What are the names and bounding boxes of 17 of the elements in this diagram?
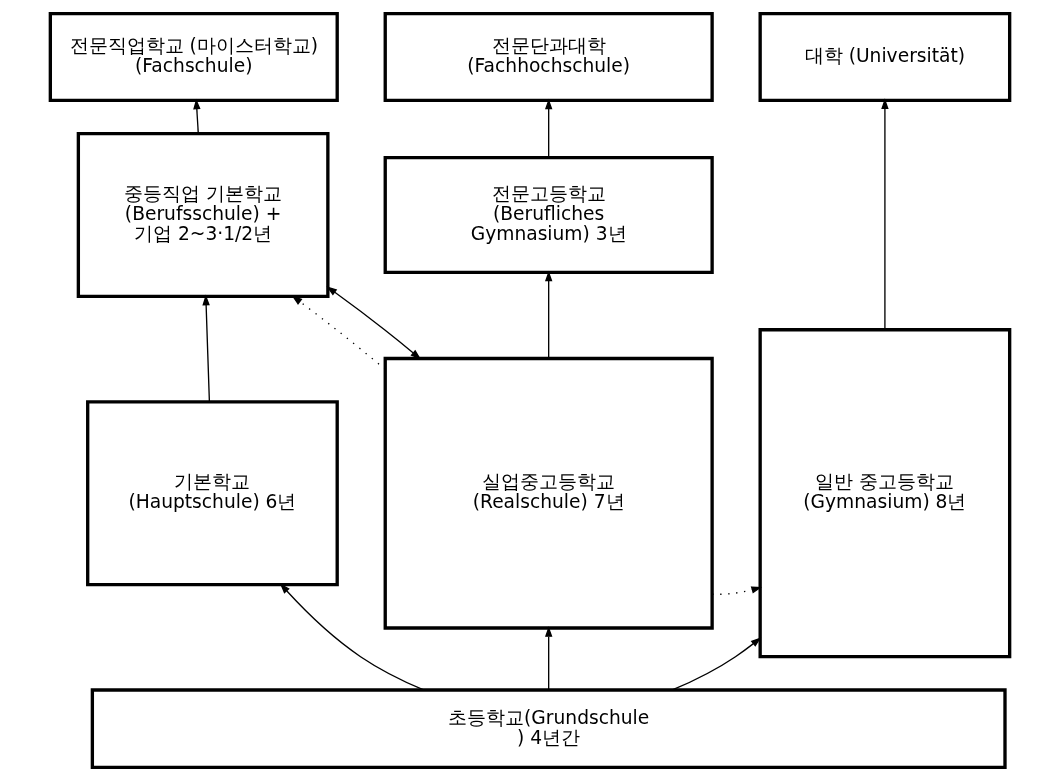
arrow bbox=[711, 586, 763, 595]
node-box: 실업중고등학교 (Realschule) 7년 bbox=[383, 356, 714, 630]
node-box: 전문고등학교 (Berufliches Gymnasium) 3년 bbox=[383, 156, 714, 275]
node-box: 전문단과대학 (Fachhochschule) bbox=[383, 11, 714, 102]
node-box: 일반 중고등학교 (Gymnasium) 8년 bbox=[758, 328, 1012, 659]
arrow bbox=[279, 583, 425, 691]
node-box: 기본학교 (Hauptschule) 6년 bbox=[86, 400, 339, 587]
arrow bbox=[291, 295, 386, 370]
node-box: 대학 (Universität) bbox=[758, 11, 1012, 102]
node-box: 초등학교(Grundschule) 4년간 bbox=[90, 688, 1007, 770]
arrow bbox=[202, 294, 211, 403]
arrow bbox=[326, 286, 422, 360]
arrow bbox=[881, 98, 889, 330]
arrow bbox=[544, 626, 553, 691]
node-box: 전문직업학교 (마이스터학교) (Fachschule) bbox=[48, 11, 339, 102]
arrow bbox=[671, 637, 762, 691]
node-box: 중등직업 기본학교 (Berufsschule) + 기업 2~3·1/2년 bbox=[76, 132, 330, 299]
